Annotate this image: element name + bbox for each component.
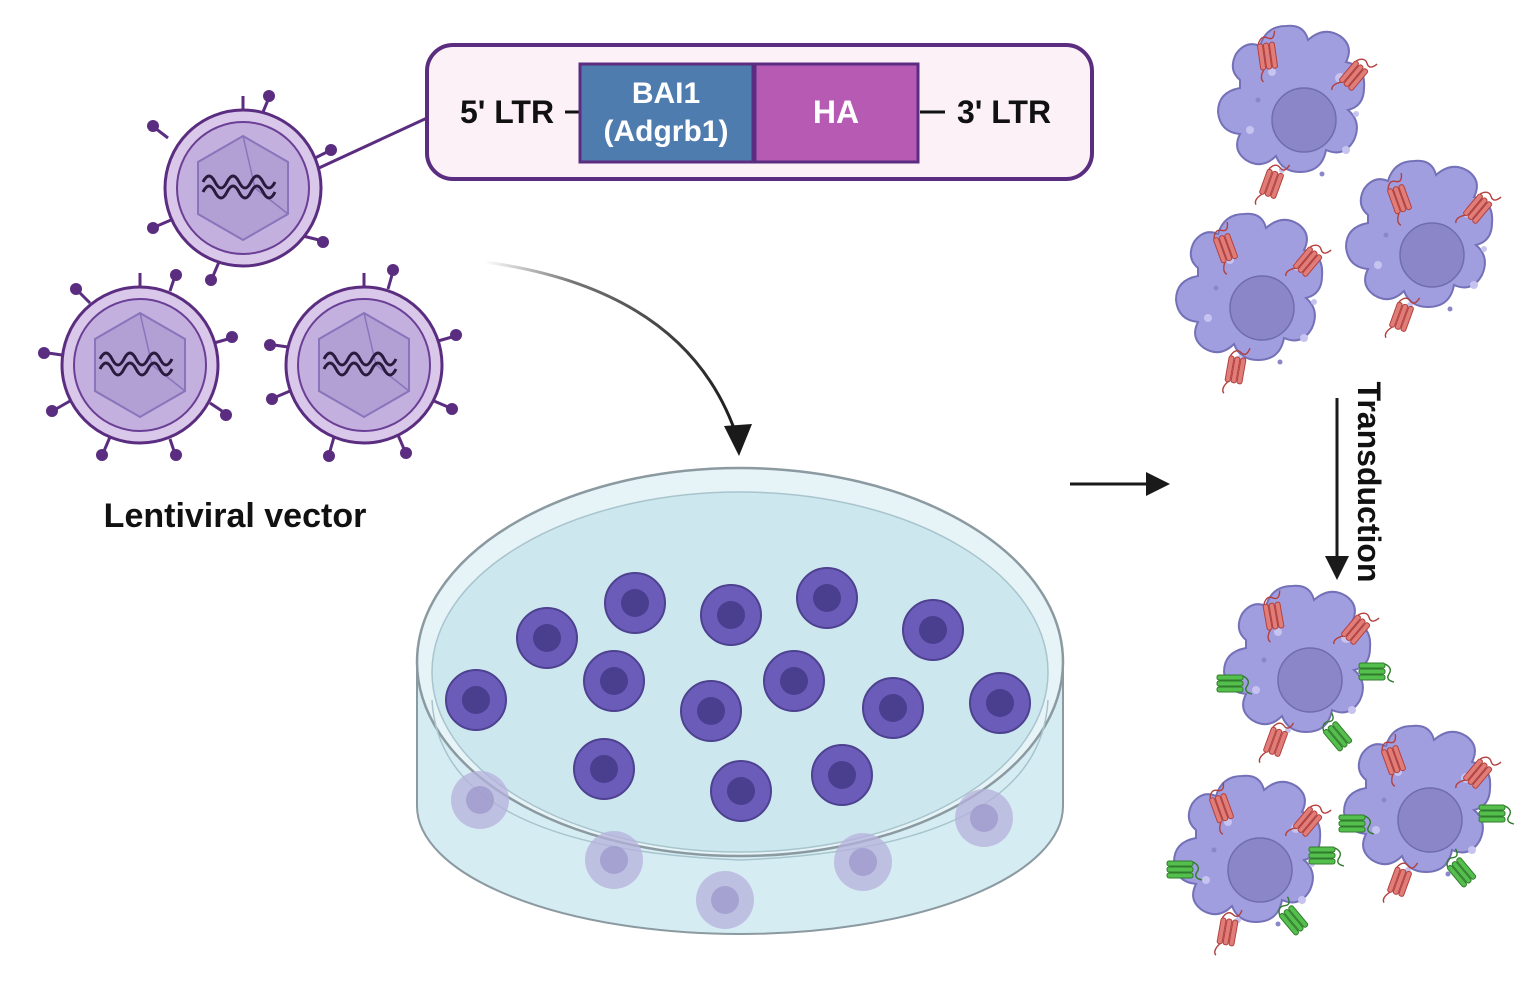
transduced-cell — [1216, 584, 1395, 770]
tag-box — [753, 62, 920, 164]
tag-label: HA — [813, 94, 859, 130]
vector-label: Lentiviral vector — [104, 497, 367, 535]
transduction-arrow-head — [1325, 556, 1349, 580]
macrophage-cell — [1217, 24, 1378, 212]
transduction-label: Transduction — [1351, 382, 1387, 583]
virus-particle-top — [147, 90, 337, 286]
transduced-cell — [1338, 724, 1515, 910]
gene-label-line1: BAI1 — [632, 77, 700, 110]
lentivirus-particles — [38, 90, 462, 462]
petri-dish — [415, 466, 1065, 935]
gene-label-line2: (Adgrb1) — [604, 115, 729, 148]
virus-particle-left — [38, 269, 238, 461]
ltr3-label: 3' LTR — [957, 94, 1051, 130]
vector-construct: 5' LTR BAI1 (Adgrb1) HA 3' LTR — [425, 43, 1094, 181]
ltr5-label: 5' LTR — [460, 94, 554, 130]
macrophage-cell — [1345, 159, 1502, 345]
curved-arrow-head — [724, 424, 752, 456]
macrophage-cell — [1175, 212, 1332, 398]
right-arrow-head — [1146, 472, 1170, 496]
curved-arrow-icon — [484, 260, 740, 441]
gene-box — [578, 62, 755, 164]
cells-after-transduction — [1166, 584, 1515, 960]
virus-particle-right — [264, 264, 462, 462]
transduced-cell — [1166, 774, 1345, 960]
cells-before-transduction — [1175, 24, 1502, 398]
